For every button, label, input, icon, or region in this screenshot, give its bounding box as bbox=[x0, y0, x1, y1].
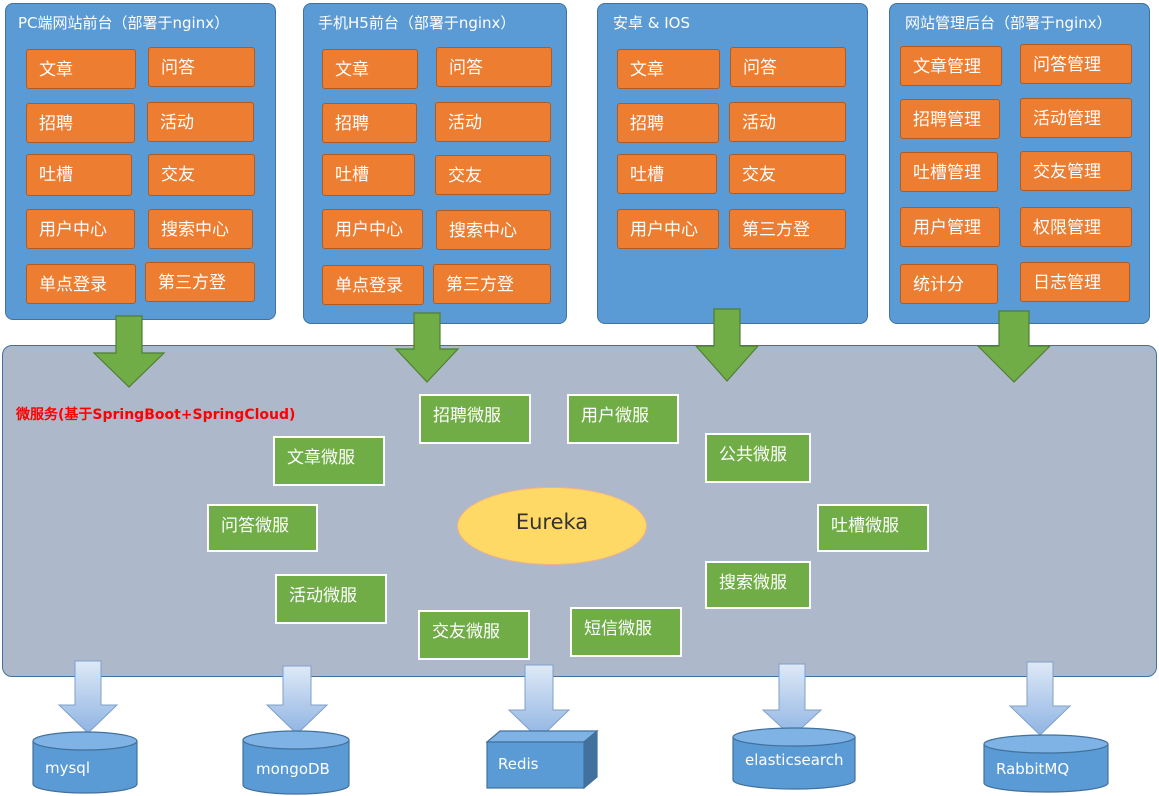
mysql-cylinder-icon bbox=[32, 731, 138, 794]
service-sms: 短信微服 bbox=[570, 607, 682, 657]
panel-app-title: 安卓 & IOS bbox=[613, 14, 690, 32]
app-item-recruit: 招聘 bbox=[617, 103, 719, 143]
arrow-hub-to-redis bbox=[507, 664, 571, 740]
pc-item-spit: 吐槽 bbox=[26, 154, 132, 196]
app-item-spit: 吐槽 bbox=[617, 154, 717, 194]
service-spit: 吐槽微服 bbox=[817, 504, 929, 552]
h5-item-recruit: 招聘 bbox=[322, 103, 417, 143]
service-activity: 活动微服 bbox=[275, 574, 387, 624]
arrow-admin-to-hub bbox=[976, 310, 1052, 383]
service-search: 搜索微服 bbox=[705, 561, 811, 609]
h5-item-third-party: 第三方登 bbox=[433, 264, 551, 304]
admin-item-article: 文章管理 bbox=[900, 46, 1002, 86]
service-article: 文章微服 bbox=[273, 436, 385, 486]
h5-item-article: 文章 bbox=[322, 49, 418, 89]
rabbitmq-cylinder-icon bbox=[983, 734, 1109, 793]
h5-item-friend: 交友 bbox=[435, 155, 551, 195]
arrow-hub-to-rabbitmq bbox=[1008, 661, 1072, 736]
arrow-pc-to-hub bbox=[92, 315, 166, 388]
arrow-hub-to-mongodb bbox=[265, 665, 329, 735]
admin-item-log: 日志管理 bbox=[1020, 262, 1130, 302]
h5-item-search-center: 搜索中心 bbox=[436, 210, 551, 250]
panel-admin-title: 网站管理后台（部署于nginx） bbox=[905, 14, 1112, 32]
app-item-third-party: 第三方登 bbox=[729, 209, 846, 249]
pc-item-sso: 单点登录 bbox=[26, 264, 136, 304]
service-recruit: 招聘微服 bbox=[419, 394, 531, 444]
service-common: 公共微服 bbox=[705, 433, 811, 483]
h5-item-activity: 活动 bbox=[435, 102, 551, 142]
storage-label-mongodb: mongoDB bbox=[256, 760, 330, 778]
pc-item-qa: 问答 bbox=[148, 47, 255, 87]
h5-item-qa: 问答 bbox=[436, 47, 552, 87]
admin-item-qa: 问答管理 bbox=[1020, 44, 1132, 84]
arrow-hub-to-mysql bbox=[57, 660, 119, 734]
pc-item-article: 文章 bbox=[26, 49, 136, 89]
mongodb-cylinder-icon bbox=[242, 730, 350, 795]
admin-item-recruit: 招聘管理 bbox=[900, 99, 1000, 139]
redis-cube-icon bbox=[485, 729, 599, 790]
service-friend: 交友微服 bbox=[418, 610, 530, 660]
pc-item-recruit: 招聘 bbox=[26, 103, 135, 143]
service-qa: 问答微服 bbox=[207, 504, 318, 552]
arrow-hub-to-elasticsearch bbox=[761, 663, 823, 738]
pc-item-friend: 交友 bbox=[148, 154, 255, 196]
h5-item-user-center: 用户中心 bbox=[322, 209, 423, 249]
service-user: 用户微服 bbox=[567, 394, 679, 444]
storage-label-rabbitmq: RabbitMQ bbox=[996, 760, 1070, 778]
storage-label-redis: Redis bbox=[498, 755, 539, 773]
panel-h5-title: 手机H5前台（部署于nginx） bbox=[318, 14, 516, 32]
storage-label-elasticsearch: elasticsearch bbox=[745, 751, 844, 769]
admin-item-spit: 吐槽管理 bbox=[900, 152, 998, 192]
admin-item-permission: 权限管理 bbox=[1020, 207, 1132, 247]
app-item-qa: 问答 bbox=[730, 47, 846, 87]
app-item-activity: 活动 bbox=[729, 102, 846, 142]
arrow-app-to-hub bbox=[694, 308, 760, 382]
admin-item-friend: 交友管理 bbox=[1020, 151, 1132, 191]
admin-item-activity: 活动管理 bbox=[1020, 98, 1132, 138]
admin-item-user: 用户管理 bbox=[900, 207, 1000, 247]
pc-item-user-center: 用户中心 bbox=[26, 209, 135, 249]
pc-item-activity: 活动 bbox=[147, 102, 254, 142]
h5-item-spit: 吐槽 bbox=[322, 154, 415, 196]
elasticsearch-cylinder-icon bbox=[732, 727, 856, 790]
microservice-hub-title: 微服务(基于SpringBoot+SpringCloud) bbox=[16, 407, 296, 423]
app-item-friend: 交友 bbox=[729, 154, 846, 194]
h5-item-sso: 单点登录 bbox=[322, 265, 424, 305]
pc-item-search-center: 搜索中心 bbox=[148, 209, 253, 249]
eureka-registry: Eureka bbox=[457, 487, 647, 565]
app-item-user-center: 用户中心 bbox=[617, 209, 719, 249]
admin-item-stats: 统计分 bbox=[900, 264, 998, 304]
arrow-h5-to-hub bbox=[394, 312, 460, 383]
pc-item-third-party: 第三方登 bbox=[145, 262, 255, 302]
app-item-article: 文章 bbox=[617, 49, 720, 89]
eureka-label: Eureka bbox=[515, 510, 589, 534]
panel-pc-title: PC端网站前台（部署于nginx） bbox=[18, 14, 230, 32]
storage-label-mysql: mysql bbox=[45, 759, 90, 777]
